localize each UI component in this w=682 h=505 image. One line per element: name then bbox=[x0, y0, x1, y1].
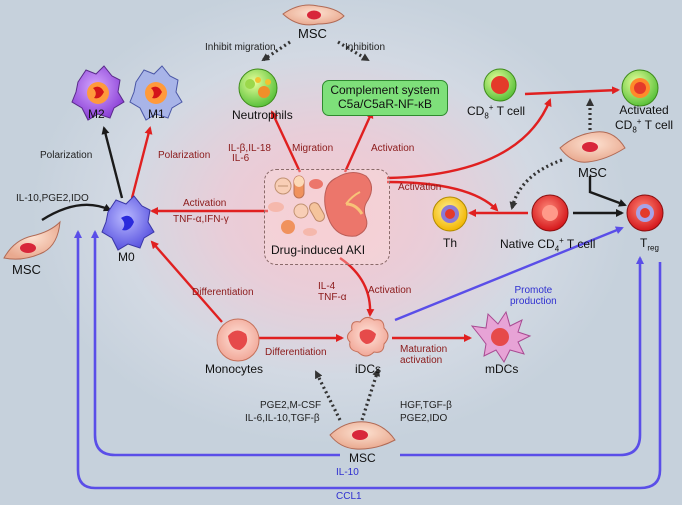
pill-icon bbox=[268, 175, 325, 236]
aki-to-idcs-arrow bbox=[339, 257, 375, 317]
m2-label: M2 bbox=[88, 107, 105, 121]
il10-feedback-arrow bbox=[91, 230, 340, 457]
aki-to-th-arrow bbox=[386, 180, 499, 212]
msc-inhibit-neutrophils-arrow bbox=[261, 40, 291, 62]
complement-pathway: C5a/C5aR-NF-κB bbox=[337, 97, 433, 111]
pge2-mcsf-label: PGE2,M-CSF bbox=[260, 400, 322, 411]
tnfa-label: TNF-α bbox=[318, 292, 347, 303]
macrophage-cell-icon bbox=[71, 65, 125, 121]
ccl1-feedback-arrow bbox=[74, 230, 662, 490]
aki-label: Drug-induced AKI bbox=[271, 243, 366, 257]
activation-m0-label: Activation bbox=[183, 198, 227, 209]
il6-il10-tgf-label: IL-6,IL-10,TGF-β bbox=[245, 413, 320, 424]
t-cell-icon bbox=[531, 194, 569, 232]
cd8-t-cell-label: CD8+ T cell bbox=[467, 103, 526, 121]
msc-cell-icon bbox=[3, 220, 61, 260]
promote-production-label: Promote production bbox=[510, 285, 557, 307]
th-label: Th bbox=[443, 236, 458, 250]
t-cell-icon bbox=[621, 69, 659, 107]
msc-inhibit-complement-arrow bbox=[337, 40, 370, 62]
hgf-tgf-label: HGF,TGF-β bbox=[400, 400, 452, 411]
promote-production-arrow bbox=[394, 226, 624, 322]
msc-to-treg-arrow bbox=[588, 176, 627, 207]
activated-cd8-label: Activated CD8+ T cell bbox=[615, 103, 674, 135]
m0-to-m2-arrow bbox=[101, 126, 124, 199]
inhibit-migration-label: Inhibit migration bbox=[205, 42, 276, 53]
activation-mdc-label: activation bbox=[400, 355, 443, 366]
complement-system-box: Complement system C5a/C5aR-NF-κB bbox=[322, 80, 448, 116]
msc-to-idcs-arrow bbox=[360, 368, 380, 421]
m0-to-m1-arrow bbox=[130, 126, 153, 199]
msc-cell-icon bbox=[282, 4, 345, 26]
t-cell-icon bbox=[432, 196, 468, 232]
pge2-ido-label: PGE2,IDO bbox=[400, 413, 448, 424]
differentiation-idc-label: Differentiation bbox=[265, 347, 327, 358]
il10-bottom-label: IL-10 bbox=[336, 467, 359, 478]
t-cell-icon bbox=[626, 194, 664, 232]
msc-to-m0-arrow bbox=[41, 203, 112, 222]
neutrophils-label: Neutrophils bbox=[232, 108, 293, 122]
polarization-m2-label: Polarization bbox=[40, 150, 93, 161]
il1b-il18-label: IL-β,IL-18 bbox=[228, 143, 271, 154]
il6-label: IL-6 bbox=[232, 153, 250, 164]
aki-to-cd8-arrow bbox=[386, 98, 552, 180]
dendritic-cell-icon bbox=[346, 316, 389, 357]
monocyte-cell-icon bbox=[216, 318, 260, 362]
treg-label: Treg bbox=[640, 236, 659, 253]
tnf-ifn-label: TNF-α,IFN-γ bbox=[173, 214, 229, 225]
native-cd4-label: Native CD4+ T cell bbox=[500, 236, 596, 254]
il10-to-treg-arrow bbox=[400, 256, 644, 457]
activation-idc-label: Activation bbox=[368, 285, 412, 296]
m1-label: M1 bbox=[148, 107, 165, 121]
il4-label: IL-4 bbox=[318, 281, 336, 292]
msc-top-label: MSC bbox=[298, 26, 327, 41]
polarization-m1-label: Polarization bbox=[158, 150, 211, 161]
msc-cell-icon bbox=[329, 421, 396, 450]
differentiation-m0-label: Differentiation bbox=[192, 287, 254, 298]
aki-box bbox=[264, 169, 390, 265]
inhibition-label: Inhibition bbox=[345, 42, 386, 53]
activation-t-label: Activation bbox=[398, 182, 442, 193]
msc-to-monocytes-arrow bbox=[314, 370, 342, 421]
m0-label: M0 bbox=[118, 250, 135, 264]
aki-to-neutrophils-arrow bbox=[270, 110, 302, 173]
il10-pge2-ido-label: IL-10,PGE2,IDO bbox=[16, 193, 89, 204]
monocytes-to-m0-arrow bbox=[150, 240, 223, 323]
idcs-label: iDCs bbox=[355, 362, 381, 376]
dendritic-cell-icon bbox=[470, 310, 532, 363]
macrophage-cell-icon bbox=[101, 195, 155, 251]
msc-cell-icon bbox=[559, 131, 626, 163]
kidney-icon bbox=[324, 172, 372, 237]
neutrophil-cell-icon bbox=[238, 68, 278, 108]
maturation-label: Maturation bbox=[400, 344, 448, 355]
ccl1-label: CCL1 bbox=[336, 491, 362, 502]
msc-right-label: MSC bbox=[578, 165, 607, 180]
migration-label: Migration bbox=[292, 143, 334, 154]
cd8-to-activated-arrow bbox=[524, 86, 620, 96]
msc-left-label: MSC bbox=[12, 262, 41, 277]
monocytes-label: Monocytes bbox=[205, 362, 264, 376]
msc-to-cd4-arrow bbox=[509, 158, 563, 210]
mdcs-label: mDCs bbox=[485, 362, 519, 376]
activation-complement-label: Activation bbox=[371, 143, 415, 154]
msc-bottom-label: MSC bbox=[349, 451, 376, 465]
t-cell-icon bbox=[483, 68, 517, 102]
complement-title: Complement system bbox=[330, 83, 440, 97]
macrophage-cell-icon bbox=[129, 65, 183, 121]
aki-to-complement-arrow bbox=[343, 110, 374, 173]
